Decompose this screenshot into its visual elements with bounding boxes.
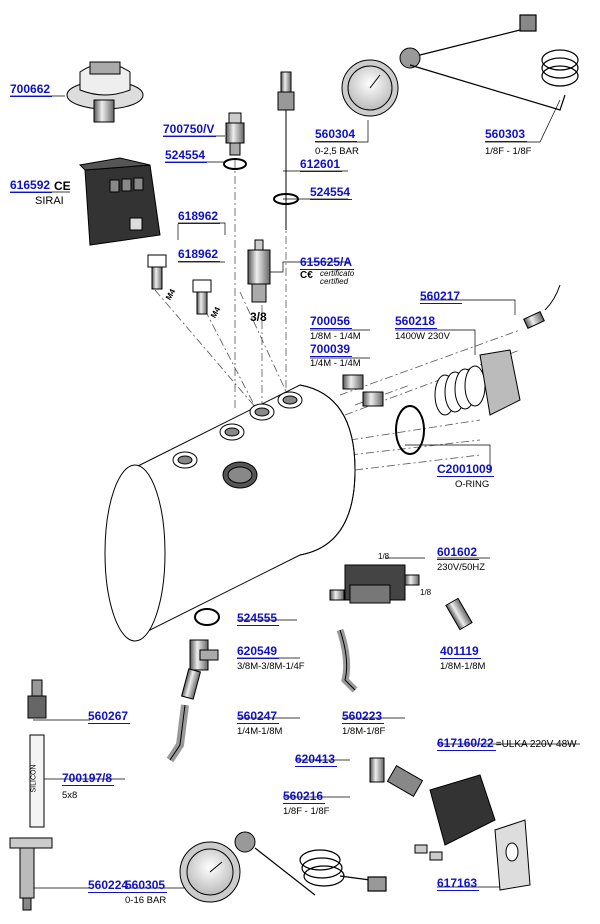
washer-524554-a bbox=[223, 158, 247, 170]
label-560267[interactable]: 560267 bbox=[88, 709, 131, 724]
sensor-560217 bbox=[523, 284, 561, 329]
label-524554-a[interactable]: 524554 bbox=[165, 148, 208, 163]
pressure-switch-700662 bbox=[66, 61, 144, 123]
capillary-tube-560303 bbox=[409, 14, 579, 111]
label-560304[interactable]: 560304 bbox=[315, 127, 358, 142]
fitting-401119 bbox=[445, 597, 473, 631]
fitting-700056 bbox=[362, 391, 384, 407]
pump-617160 bbox=[369, 757, 496, 861]
label-560224[interactable]: 560224 bbox=[88, 878, 131, 893]
tee-fitting-620549 bbox=[180, 639, 219, 700]
thermostat-618962-a bbox=[147, 254, 167, 290]
label-617160[interactable]: 617160/22=ULKA 220V 48W bbox=[437, 736, 577, 751]
brand-616592: SIRAI bbox=[35, 195, 64, 207]
cert-615625: certificato bbox=[320, 269, 355, 278]
label-616592[interactable]: 616592 bbox=[10, 178, 53, 193]
label-700197[interactable]: 700197/8 bbox=[62, 771, 115, 786]
pipe-560223 bbox=[336, 628, 358, 693]
label-700750[interactable]: 700750/V bbox=[163, 122, 217, 137]
gauge-560304 bbox=[341, 47, 421, 117]
label-560216[interactable]: 560216 bbox=[283, 789, 326, 804]
spec-700056: 1/8M - 1/4M bbox=[310, 331, 361, 342]
spec-560247: 1/4M-1/8M bbox=[237, 726, 283, 737]
spec-560216: 1/8F - 1/8F bbox=[283, 806, 330, 817]
pipe-560247 bbox=[166, 704, 189, 763]
label-618962-b[interactable]: 618962 bbox=[178, 247, 221, 262]
label-700039[interactable]: 700039 bbox=[310, 342, 353, 357]
label-620549[interactable]: 620549 bbox=[237, 644, 280, 659]
pressostat-616592 bbox=[78, 157, 161, 246]
tube-text-700197: SILICON bbox=[30, 764, 38, 793]
spec-617160: =ULKA 220V 48W bbox=[495, 739, 577, 750]
ce-mark-615625: C€ bbox=[300, 270, 313, 281]
spec-560218: 1400W 230V bbox=[395, 331, 450, 342]
thread-601602-a: 1/8 bbox=[378, 552, 390, 561]
spec-560223: 1/8M-1/8F bbox=[342, 726, 386, 737]
fitting-560267 bbox=[27, 679, 47, 719]
spec-401119: 1/8M-1/8M bbox=[440, 661, 486, 672]
label-617163[interactable]: 617163 bbox=[437, 876, 480, 891]
o-ring-C2001009 bbox=[395, 405, 425, 455]
spec-560305: 0-16 BAR bbox=[125, 895, 167, 906]
label-560223[interactable]: 560223 bbox=[342, 709, 385, 724]
washer-524554-b bbox=[273, 193, 299, 205]
label-401119[interactable]: 401119 bbox=[440, 644, 481, 659]
spec-620549: 3/8M-3/8M-1/4F bbox=[237, 661, 305, 672]
thermostat-618962-b bbox=[192, 279, 212, 315]
thread-601602-b: 1/8 bbox=[420, 588, 432, 597]
capillary-tube-560216 bbox=[254, 847, 387, 896]
label-560218[interactable]: 560218 bbox=[395, 314, 438, 329]
fitting-700039 bbox=[342, 374, 364, 390]
label-700662[interactable]: 700662 bbox=[10, 82, 53, 97]
thread-615625: 3/8 bbox=[250, 310, 267, 324]
label-560217[interactable]: 560217 bbox=[420, 289, 463, 304]
leader-lines bbox=[10, 95, 580, 889]
safety-valve-615625 bbox=[247, 239, 271, 303]
heating-element-560218 bbox=[434, 349, 521, 416]
label-615625[interactable]: 615625/A bbox=[300, 255, 355, 270]
silicone-tube-700197 bbox=[29, 734, 45, 828]
label-C2001009[interactable]: C2001009 bbox=[437, 462, 495, 477]
label-560247[interactable]: 560247 bbox=[237, 709, 280, 724]
label-612601[interactable]: 612601 bbox=[300, 157, 343, 172]
spec-560303: 1/8F - 1/8F bbox=[485, 146, 532, 157]
ce-mark-616592: CE bbox=[54, 179, 71, 193]
solenoid-valve-601602 bbox=[329, 564, 420, 604]
spec-700197: 5x8 bbox=[62, 790, 78, 801]
gauge-560305 bbox=[179, 831, 256, 903]
washer-524555 bbox=[194, 608, 220, 626]
label-524554-b[interactable]: 524554 bbox=[310, 185, 353, 200]
spec-601602: 230V/50HZ bbox=[437, 562, 486, 573]
cert2-615625: certified bbox=[320, 277, 349, 286]
spec-700039: 1/4M - 1/4M bbox=[310, 358, 361, 369]
valve-700750 bbox=[225, 112, 245, 156]
fitting-560224 bbox=[9, 837, 53, 911]
label-601602[interactable]: 601602 bbox=[437, 545, 480, 560]
label-618962-a[interactable]: 618962 bbox=[178, 209, 221, 224]
bracket-617163 bbox=[494, 819, 531, 891]
probe-612601 bbox=[277, 71, 295, 230]
label-560303[interactable]: 560303 bbox=[485, 127, 528, 142]
label-560305[interactable]: 560305 bbox=[125, 878, 168, 893]
label-700056[interactable]: 700056 bbox=[310, 314, 353, 329]
boiler-tank bbox=[104, 384, 356, 642]
label-524555[interactable]: 524555 bbox=[237, 611, 280, 626]
spec-C2001009: O-RING bbox=[455, 479, 490, 490]
label-620413[interactable]: 620413 bbox=[295, 752, 338, 767]
spec-560304: 0-2,5 BAR bbox=[315, 146, 359, 157]
